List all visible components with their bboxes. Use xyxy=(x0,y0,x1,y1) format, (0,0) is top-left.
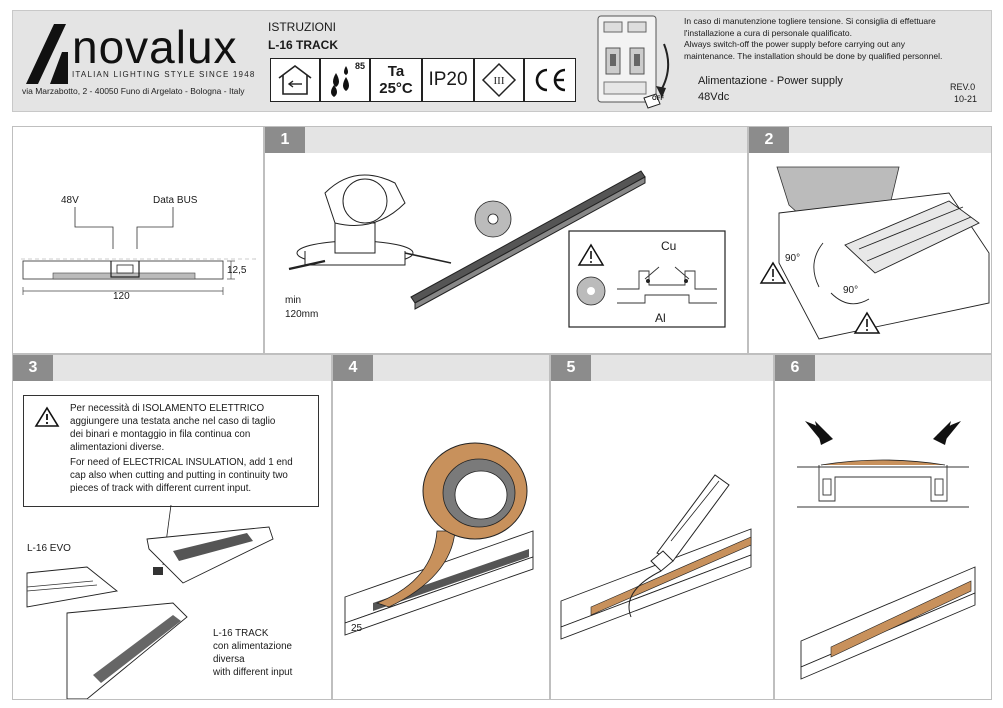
step-3-bar xyxy=(13,355,331,381)
power-supply-label: Alimentazione - Power supply xyxy=(698,75,843,87)
warning-icon xyxy=(34,406,60,427)
novalux-logo-icon xyxy=(26,24,68,84)
doc-product: L-16 TRACK xyxy=(268,38,339,52)
step-6-panel: 6 xyxy=(774,354,992,700)
miter-saw-drawing xyxy=(288,170,726,328)
step-3-panel: 3 Per necessità di ISOLAMENTO ELETTRICO … xyxy=(12,354,332,700)
step-2-bar xyxy=(749,127,991,153)
step-5-panel: 5 xyxy=(550,354,774,700)
ce-mark-icon xyxy=(535,68,566,92)
power-supply-value: 48Vdc xyxy=(698,91,730,103)
ce-symbol xyxy=(524,58,576,102)
step-1-number: 1 xyxy=(265,127,305,153)
cutter-drawing xyxy=(560,474,752,640)
warning-text-it: Per necessità di ISOLAMENTO ELETTRICO ag… xyxy=(70,403,276,453)
indoor-symbol xyxy=(270,58,320,102)
label-data-bus: Data BUS xyxy=(153,195,198,206)
warning-text-en: For need of ELECTRICAL INSULATION, add 1… xyxy=(70,457,293,494)
step-1-min-label: min xyxy=(285,295,302,306)
press-fit-drawing xyxy=(797,421,976,680)
step-4-number: 4 xyxy=(333,355,373,381)
maintenance-notice: In caso di manutenzione togliere tension… xyxy=(684,16,942,62)
ta-symbol: Ta 25°C xyxy=(370,58,422,102)
ta-label: Ta xyxy=(387,62,405,80)
doc-date: 10-21 xyxy=(954,94,978,104)
section-panel: 48V Data BUS 120 12,5 xyxy=(12,126,264,354)
brand-name: novalux xyxy=(72,21,238,73)
cut-angle-drawing xyxy=(759,166,990,340)
doc-rev: REV.0 xyxy=(950,82,976,92)
step-3-number: 3 xyxy=(13,355,53,381)
ip-water-value: 85 xyxy=(354,61,365,71)
step-1-panel: 1 min xyxy=(264,126,748,354)
section-height: 12,5 xyxy=(227,265,247,276)
notice-it-1: In caso di manutenzione togliere tension… xyxy=(684,16,936,26)
step-2-number: 2 xyxy=(749,127,789,153)
step-6-number: 6 xyxy=(775,355,815,381)
tape-roll-drawing xyxy=(344,442,534,636)
track-section-drawing xyxy=(21,207,257,295)
ip-water-symbol: 85 xyxy=(320,58,370,102)
ta-value: 25°C xyxy=(379,79,413,97)
step-1-al-label: Al xyxy=(655,311,666,325)
step-4-panel: 4 25 xyxy=(332,354,550,700)
notice-en-1: Always switch-off the power supply befor… xyxy=(684,39,905,49)
end-cap-drawing xyxy=(26,505,274,699)
brand-address: via Marzabotto, 2 - 40050 Funo di Argela… xyxy=(22,86,245,96)
water-drops-icon xyxy=(331,66,349,97)
label-48v: 48V xyxy=(61,195,79,206)
house-icon xyxy=(278,65,312,95)
ip-rating: IP20 xyxy=(422,58,474,102)
step-1-min-value: 120mm xyxy=(285,309,319,320)
section-width: 120 xyxy=(113,291,130,302)
tape-width-label: 25 xyxy=(351,623,363,634)
step-2-angle-1: 90° xyxy=(785,253,801,264)
class-iii-icon: III xyxy=(481,62,517,98)
step-1-bar xyxy=(265,127,747,153)
class-value: III xyxy=(494,75,505,87)
step-2-angle-2: 90° xyxy=(843,285,859,296)
l16-evo-label: L-16 EVO xyxy=(27,543,71,554)
notice-en-2: maintenance. The installation should be … xyxy=(684,50,943,61)
step-5-number: 5 xyxy=(551,355,591,381)
notice-it-2: l'installazione a cura di personale qual… xyxy=(684,27,852,38)
circuit-breaker-icon xyxy=(597,15,670,109)
doc-title: ISTRUZIONI xyxy=(268,20,336,34)
class-symbol: III xyxy=(474,58,524,102)
off-label: OFF xyxy=(652,96,664,102)
brand-tagline: ITALIAN LIGHTING STYLE SINCE 1948 xyxy=(72,70,256,79)
step-2-panel: 2 90° 90° xyxy=(748,126,992,354)
step-1-cu-label: Cu xyxy=(661,239,677,253)
l16-track-label: L-16 TRACK con alimentazione diversa wit… xyxy=(213,628,293,678)
insulation-warning-box: Per necessità di ISOLAMENTO ELETTRICO ag… xyxy=(23,395,319,507)
